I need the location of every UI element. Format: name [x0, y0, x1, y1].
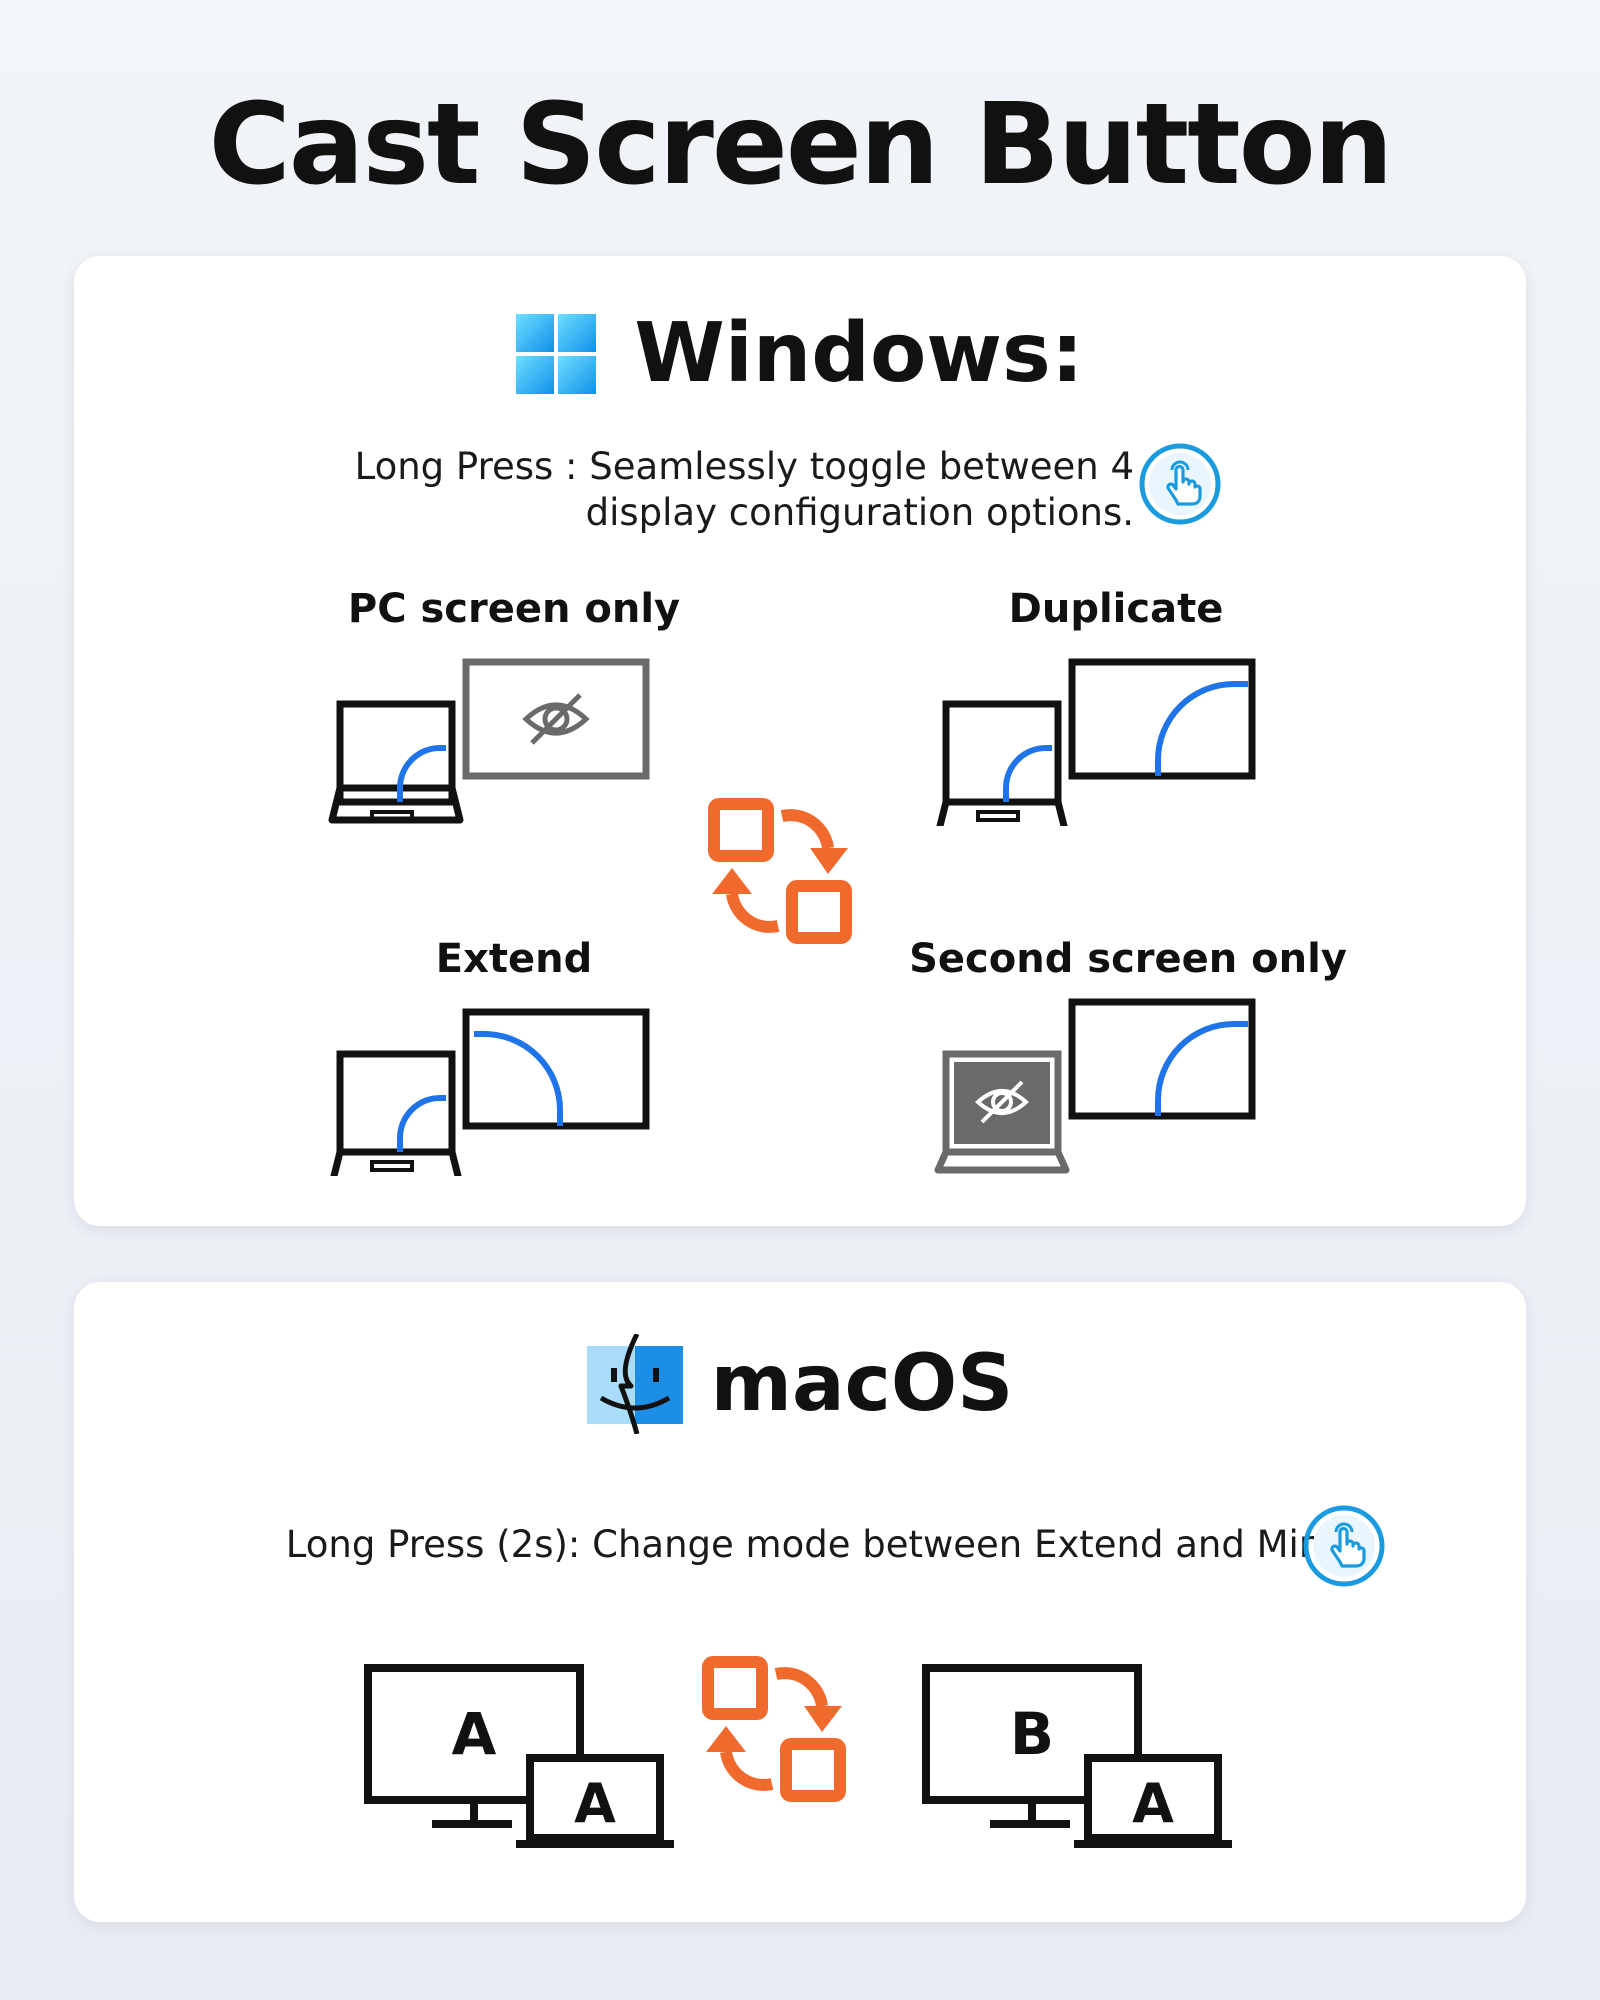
- macos-header: macOS: [74, 1334, 1526, 1434]
- hand-tap-icon: [1303, 1505, 1385, 1587]
- macos-description: Long Press (2s): Change mode between Ext…: [285, 1523, 1374, 1566]
- monitor-letter: A: [452, 1700, 497, 1768]
- cycle-swap-icon: [702, 1656, 846, 1802]
- second-screen-only-graphic: [934, 998, 1256, 1174]
- external-monitor: [1068, 658, 1256, 780]
- mode-label-duplicate: Duplicate: [1008, 586, 1224, 632]
- laptop-icon: [328, 700, 464, 824]
- desktop-monitor-icon: B: [922, 1664, 1142, 1828]
- mode-label-pc-screen-only: PC screen only: [347, 586, 681, 632]
- monitor-letter: B: [1010, 1700, 1054, 1768]
- laptop-icon: A: [1074, 1754, 1232, 1848]
- windows-title: Windows:: [634, 306, 1084, 401]
- windows-description-line-1: Long Press : Seamlessly toggle between 4: [354, 445, 1134, 488]
- finder-face-icon: [586, 1334, 683, 1434]
- eye-slash-icon: [522, 693, 590, 745]
- desktop-monitor-icon: A: [364, 1664, 584, 1828]
- macos-card: macOS Long Press (2s): Change mode betwe…: [74, 1282, 1526, 1922]
- mode-label-extend: Extend: [435, 936, 593, 982]
- macos-mirror-graphic: B A: [922, 1664, 1232, 1848]
- page-title: Cast Screen Button: [208, 80, 1394, 210]
- laptop-icon: [936, 700, 1068, 826]
- windows-header: Windows:: [74, 306, 1526, 401]
- laptop-letter: A: [1132, 1772, 1174, 1835]
- laptop-icon: A: [516, 1754, 674, 1848]
- external-monitor: [462, 1008, 650, 1130]
- mode-label-second-screen-only: Second screen only: [909, 936, 1347, 982]
- macos-extend-graphic: A A: [364, 1664, 674, 1848]
- external-monitor: [1068, 998, 1256, 1120]
- external-monitor-off: [462, 658, 650, 780]
- cycle-swap-icon: [708, 798, 852, 944]
- laptop-letter: A: [574, 1772, 616, 1835]
- windows-card: Windows: Long Press : Seamlessly toggle …: [74, 256, 1526, 1226]
- hand-tap-icon: [1139, 443, 1221, 525]
- windows-description: Long Press : Seamlessly toggle between 4…: [294, 444, 1134, 536]
- laptop-icon: [330, 1050, 462, 1176]
- eye-slash-icon: [975, 1080, 1029, 1124]
- windows-logo-icon: [516, 313, 597, 394]
- windows-description-line-2: display configuration options.: [585, 491, 1134, 534]
- laptop-icon-off: [934, 1050, 1070, 1174]
- pc-screen-only-graphic: [328, 658, 650, 824]
- extend-graphic: [330, 1008, 650, 1176]
- macos-title: macOS: [710, 1339, 1014, 1429]
- duplicate-graphic: [936, 658, 1256, 826]
